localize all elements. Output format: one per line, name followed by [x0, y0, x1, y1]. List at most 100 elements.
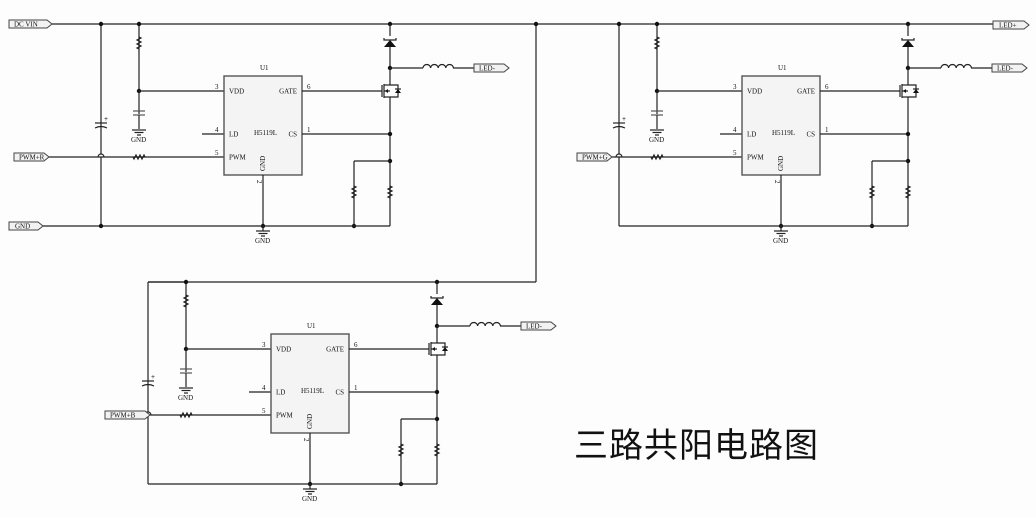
ic-refdes: U1	[778, 64, 787, 72]
pin-number: 3	[215, 83, 219, 91]
port-pwm-g[interactable]: PWM+G	[576, 152, 613, 162]
pin-number: 2	[302, 438, 310, 442]
port-led-minus-r-label: LED-	[479, 65, 496, 73]
pin-name: PWM	[276, 412, 294, 420]
pin-name: VDD	[747, 88, 762, 96]
circuit-channel-b: +GNDPWM+BU1H5119L3VDD4LD5PWM6GATE1CSGND2…	[104, 279, 557, 503]
ground-symbol: GND	[255, 230, 270, 245]
inductor	[422, 63, 454, 69]
body-diode	[442, 347, 448, 351]
inductor	[940, 63, 972, 69]
port-shape	[520, 321, 557, 331]
resistor-symbol	[350, 185, 358, 199]
ic-body	[270, 333, 350, 434]
port-led-minus-r[interactable]: LED-	[473, 63, 510, 73]
port-pwm-r-label: PWM+R	[19, 154, 45, 162]
port-pwm-b-label: PWM+B	[110, 412, 136, 420]
pin-number: 4	[215, 126, 219, 134]
polarity-plus: +	[622, 115, 626, 123]
resistor-symbol	[904, 185, 912, 199]
port-led-minus-g[interactable]: LED-	[991, 63, 1028, 73]
resistor-symbol	[135, 36, 143, 50]
port-shape	[576, 152, 613, 162]
port-shape	[13, 152, 50, 162]
port-dc-vin[interactable]: DC VIN	[8, 19, 53, 29]
pin-name: CS	[335, 389, 344, 397]
pin-name: GND	[306, 414, 314, 429]
ground-label: GND	[178, 394, 193, 402]
resistor-symbol	[650, 153, 664, 161]
ic-part-number: H5119L	[301, 387, 324, 395]
junction-dot	[98, 223, 104, 229]
ground-label: GND	[302, 495, 317, 503]
junction-dot	[98, 21, 104, 27]
ic-part-number: H5119L	[254, 129, 277, 137]
port-led-minus-b[interactable]: LED-	[520, 321, 557, 331]
electrolytic-capacitor: +	[612, 115, 626, 129]
port-pwm-b[interactable]: PWM+B	[104, 410, 151, 420]
port-gnd[interactable]: GND	[8, 221, 44, 231]
port-dc-vin-label: DC VIN	[14, 21, 38, 29]
pin-number: 5	[215, 149, 219, 157]
resistor-symbol	[653, 36, 661, 50]
junction-dot	[434, 389, 440, 395]
pin-name: VDD	[229, 88, 244, 96]
pin-number: 5	[733, 149, 737, 157]
body-diode	[913, 89, 919, 93]
diagram-title: 三路共阳电路图	[574, 426, 819, 466]
mosfet-arrow	[432, 347, 435, 351]
pin-number: 1	[825, 126, 829, 134]
port-pwm-r[interactable]: PWM+R	[13, 152, 50, 162]
port-shape	[104, 410, 151, 420]
cap-plate-curved	[94, 125, 108, 129]
wire-crossover	[97, 153, 105, 158]
junction-dot	[616, 21, 622, 27]
inductor	[469, 321, 501, 327]
inductor-coil	[469, 321, 501, 327]
ground-label: GND	[131, 136, 146, 144]
pin-number: 1	[307, 126, 311, 134]
pin-number: 4	[733, 126, 737, 134]
port-led-minus-b-label: LED-	[526, 323, 543, 331]
port-led-plus-label: LED+	[999, 22, 1017, 30]
inductor-coil	[940, 63, 972, 69]
resistor-symbol	[868, 185, 876, 199]
diode-bar	[383, 38, 397, 41]
pin-name: GND	[259, 156, 267, 171]
pin-number: 3	[733, 83, 737, 91]
junction-dot	[654, 21, 660, 27]
ground-symbol: GND	[131, 129, 146, 144]
electrolytic-capacitor: +	[94, 115, 108, 129]
mosfet-arrow	[903, 89, 906, 93]
ground-label: GND	[255, 237, 270, 245]
polarity-plus: +	[151, 373, 155, 381]
junction-dot	[533, 21, 539, 27]
diode-bar	[901, 38, 915, 41]
diode-triangle	[902, 40, 914, 47]
resistor-symbol	[397, 443, 405, 457]
pin-number: 6	[354, 341, 358, 349]
inductor-coil	[422, 63, 454, 69]
circuit-channel-g: +GNDPWM+GU1H5119L3VDD4LD5PWM6GATE1CSGND2…	[576, 21, 1028, 245]
port-pwm-g-label: PWM+G	[582, 154, 608, 162]
resistor-symbol	[179, 411, 193, 419]
mosfet	[381, 84, 401, 98]
resistor-symbol	[132, 153, 146, 161]
resistor-symbol	[182, 294, 190, 308]
junction-dot	[183, 279, 189, 285]
pin-name: PWM	[747, 154, 765, 162]
port-shape	[991, 63, 1028, 73]
pin-number: 3	[262, 341, 266, 349]
ic-refdes: U1	[260, 64, 269, 72]
schottky-diode	[901, 38, 915, 47]
mosfet	[899, 84, 919, 98]
pin-name: GATE	[797, 88, 815, 96]
port-led-plus[interactable]: LED+	[992, 20, 1030, 30]
port-led-minus-g-label: LED-	[997, 65, 1014, 73]
diode-triangle	[431, 298, 443, 305]
ic-refdes: U1	[307, 322, 316, 330]
